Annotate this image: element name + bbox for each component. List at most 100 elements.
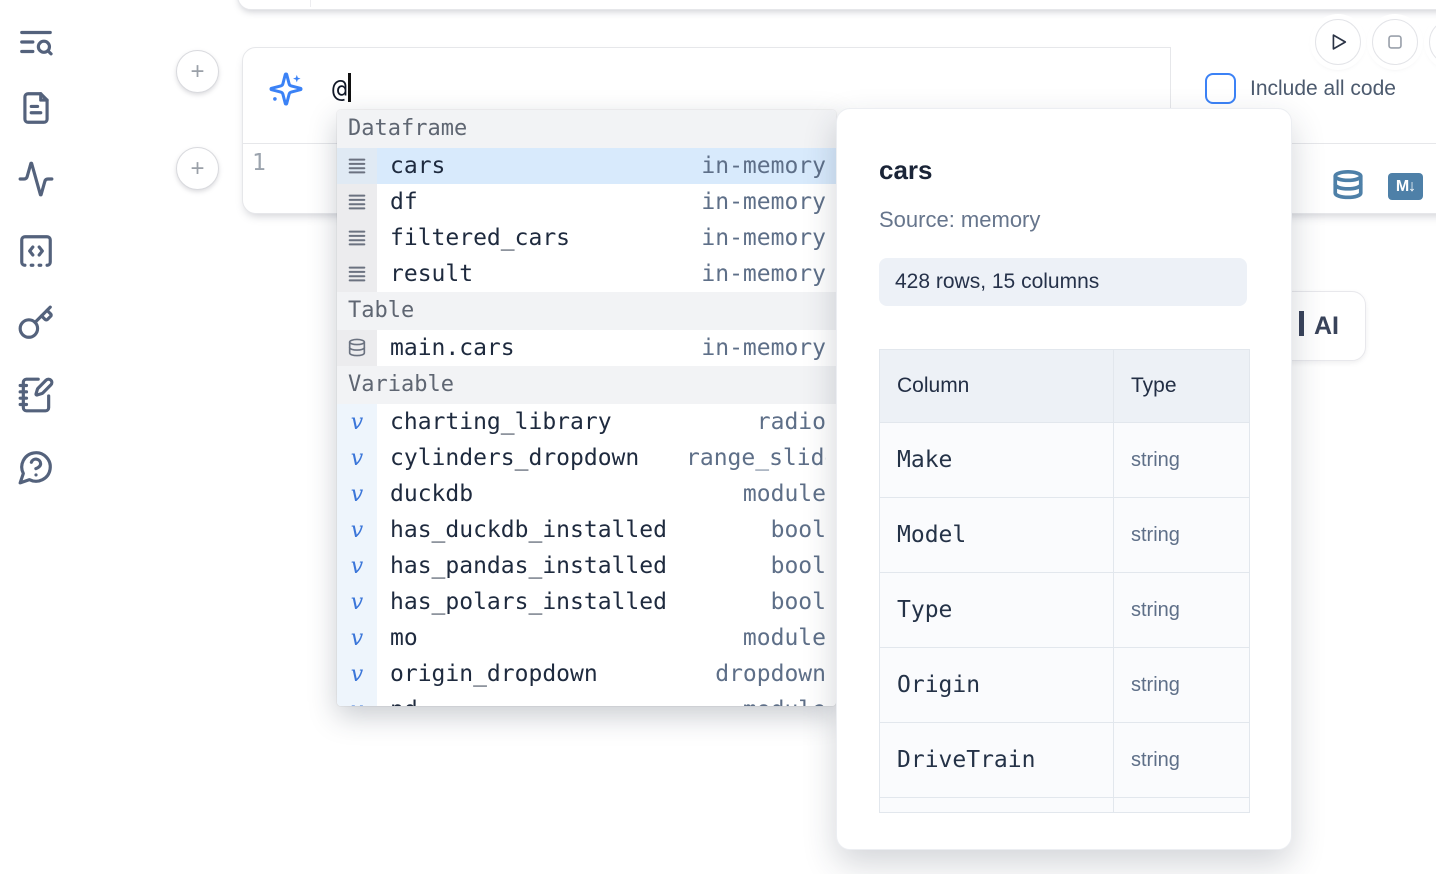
snippets-button[interactable] (16, 232, 56, 272)
schema-type-cell: string (1114, 573, 1249, 647)
previous-cell-divider (310, 0, 311, 7)
ai-prompt-value: @ (332, 74, 348, 103)
autocomplete-item-gutter: v (337, 584, 377, 620)
autocomplete-item-gutter: v (337, 476, 377, 512)
autocomplete-item-main: has_pandas_installed bool (377, 548, 836, 584)
autocomplete-item-type: bool (770, 553, 826, 579)
add-cell-above-button[interactable]: + (176, 50, 219, 93)
table-of-contents-button[interactable] (16, 23, 56, 63)
schema-column-cell: Type (880, 573, 1113, 647)
autocomplete-item-name: has_pandas_installed (390, 553, 667, 579)
schema-column-cell: Origin (880, 648, 1113, 722)
autocomplete-item[interactable]: v charting_library radio (337, 404, 836, 440)
dataframe-icon (348, 266, 366, 282)
dataframe-preview-popup: cars Source: memory 428 rows, 15 columns… (836, 108, 1292, 850)
autocomplete-item-type: in-memory (701, 189, 826, 215)
markdown-icon: M↓ (1395, 177, 1416, 195)
autocomplete-item-gutter (337, 148, 377, 184)
documentation-button[interactable] (16, 89, 56, 129)
preview-source: Source: memory (879, 207, 1041, 232)
autocomplete-item-gutter: v (337, 512, 377, 548)
schema-header-cell: Type (1114, 350, 1249, 422)
ai-prompt-input[interactable]: @ (332, 73, 1132, 117)
autocomplete-item-main: pdmodule (377, 692, 836, 706)
shape-badge: 428 rows, 15 columns (879, 258, 1247, 306)
autocomplete-item-gutter: v (337, 692, 377, 706)
list-search-icon (17, 30, 55, 64)
autocomplete-item-name: charting_library (390, 409, 612, 435)
autocomplete-item-gutter: v (337, 620, 377, 656)
autocomplete-item-type: radio (756, 409, 826, 435)
autocomplete-item-gutter (337, 256, 377, 292)
help-chat-icon (17, 451, 55, 489)
autocomplete-item-type: range_slider (686, 445, 826, 471)
schema-cell-partial (1114, 798, 1249, 812)
variable-icon: v (350, 589, 364, 615)
play-icon (1316, 31, 1360, 53)
autocomplete-item-main: charting_library radio (377, 404, 836, 440)
include-all-code-checkbox[interactable] (1205, 73, 1236, 104)
secrets-button[interactable] (16, 304, 56, 344)
scratchpad-button[interactable] (16, 376, 56, 416)
document-icon (17, 92, 55, 130)
dataframe-icon (348, 158, 366, 174)
markdown-convert-button[interactable]: M↓ (1388, 172, 1423, 200)
schema-column-cell: Model (880, 498, 1113, 572)
sql-convert-button[interactable] (1330, 166, 1366, 206)
variable-icon: v (350, 409, 364, 435)
schema-column-cell: DriveTrain (880, 723, 1113, 797)
schema-cell-partial (880, 798, 1113, 812)
dataframe-icon (348, 194, 366, 210)
autocomplete-item-name: df (390, 189, 418, 215)
run-cell-button[interactable] (1315, 19, 1361, 65)
autocomplete-item-type: module (743, 697, 826, 706)
autocomplete-item-gutter (337, 330, 377, 366)
activity-icon (17, 161, 55, 201)
add-cell-below-button[interactable]: + (176, 147, 219, 190)
sparkles-icon (268, 71, 304, 107)
autocomplete-item-type: bool (770, 589, 826, 615)
database-icon (1331, 169, 1365, 209)
stop-button[interactable] (1372, 19, 1418, 65)
tracing-button[interactable] (16, 160, 56, 200)
key-icon (17, 305, 55, 345)
schema-type-cell: string (1114, 498, 1249, 572)
help-button[interactable] (16, 448, 56, 488)
schema-row-partial (880, 798, 1249, 812)
autocomplete-item[interactable]: df in-memory (337, 184, 836, 220)
autocomplete-item[interactable]: vpdmodule (337, 692, 836, 706)
autocomplete-item-name: filtered_cars (390, 225, 571, 251)
autocomplete-item-gutter (337, 184, 377, 220)
schema-header-cell: Column (880, 350, 1113, 422)
text-caret (348, 73, 351, 102)
autocomplete-item-name: main.cars (390, 335, 515, 361)
autocomplete-item-name: has_duckdb_installed (390, 517, 667, 543)
autocomplete-item-name: mo (390, 625, 418, 651)
autocomplete-item-type: in-memory (701, 153, 826, 179)
variable-icon: v (350, 625, 364, 651)
autocomplete-item-name: result (390, 261, 474, 287)
